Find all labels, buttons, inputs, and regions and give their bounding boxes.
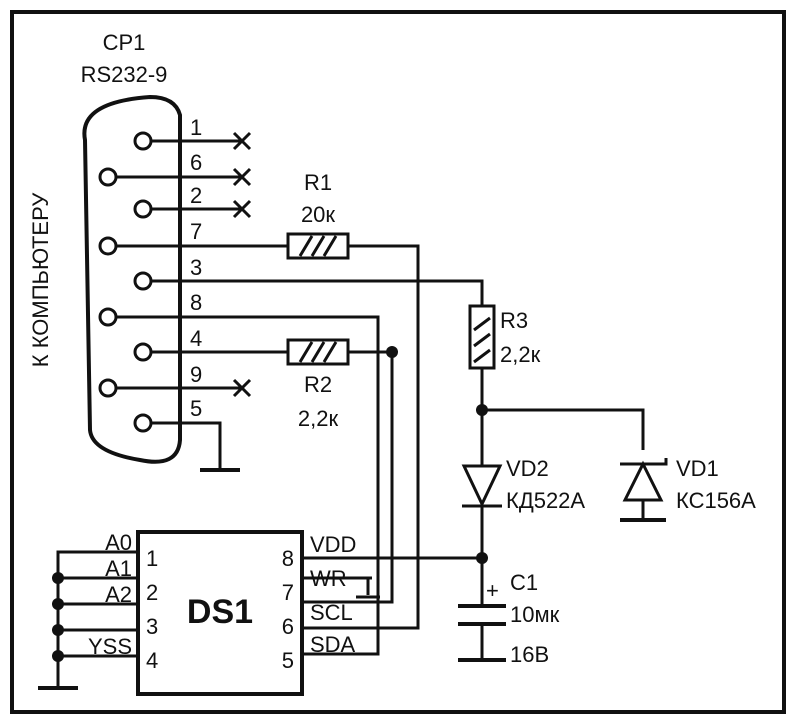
pin-number: 1 bbox=[190, 115, 202, 140]
zener-branch bbox=[476, 404, 668, 522]
ic-pin-number: 4 bbox=[146, 648, 158, 673]
vd1-ref: VD1 bbox=[676, 456, 719, 481]
pin-circle-4 bbox=[133, 342, 153, 362]
c1-polarity: + bbox=[486, 578, 499, 603]
ic-pin-name: SDA bbox=[310, 632, 356, 657]
connector-type: RS232-9 bbox=[81, 62, 168, 87]
c1-voltage: 16В bbox=[510, 642, 549, 667]
wire-pin7-r1 bbox=[116, 232, 420, 630]
ic-ref: DS1 bbox=[187, 593, 253, 631]
r3-ref: R3 bbox=[500, 308, 528, 333]
ic-ds1-body bbox=[136, 530, 304, 696]
pin-circle-9 bbox=[98, 378, 118, 398]
pin-circle-2 bbox=[133, 199, 153, 219]
pin-number: 6 bbox=[190, 150, 202, 175]
wire-pin3-r3 bbox=[151, 279, 496, 410]
connector-ref: CP1 bbox=[103, 30, 146, 55]
ic-pin-number: 2 bbox=[146, 580, 158, 605]
r1-value: 20к bbox=[301, 202, 335, 227]
pin-number: 8 bbox=[190, 290, 202, 315]
diagram-frame bbox=[10, 10, 786, 714]
ic-pin-name: SCL bbox=[310, 600, 353, 625]
pin-number: 2 bbox=[190, 183, 202, 208]
junction-dot bbox=[52, 598, 64, 610]
pin-circle-5 bbox=[133, 413, 153, 433]
vd2-ref: VD2 bbox=[506, 456, 549, 481]
ic-left-pins bbox=[38, 550, 138, 690]
vd1-part: КС156А bbox=[676, 488, 756, 513]
no-connect-mark bbox=[232, 378, 252, 398]
no-connect-mark bbox=[232, 199, 252, 219]
resistor-r3 bbox=[468, 304, 496, 370]
ic-right-pins bbox=[302, 556, 372, 656]
pin-number: 4 bbox=[190, 326, 202, 351]
pin-circle-3 bbox=[133, 271, 153, 291]
pin-number: 9 bbox=[190, 362, 202, 387]
ground-connection bbox=[151, 421, 240, 472]
ic-pin-number: 3 bbox=[146, 614, 158, 639]
ic-pin-number: 8 bbox=[282, 546, 294, 571]
pin-number: 5 bbox=[190, 396, 202, 421]
capacitor-c1 bbox=[372, 556, 506, 662]
unconnected-pins bbox=[116, 131, 252, 398]
r1-ref: R1 bbox=[304, 170, 332, 195]
ic-pin-name: A2 bbox=[105, 582, 132, 607]
r2-value: 2,2к bbox=[298, 406, 339, 431]
c1-ref: C1 bbox=[510, 570, 538, 595]
ic-pin-name: YSS bbox=[88, 634, 132, 659]
ic-pin-name: WR bbox=[310, 566, 347, 591]
pin-number: 3 bbox=[190, 255, 202, 280]
no-connect-mark bbox=[232, 167, 252, 187]
ic-pin-name: VDD bbox=[310, 532, 356, 557]
db9-connector-body bbox=[82, 94, 182, 464]
ic-pin-number: 1 bbox=[146, 546, 158, 571]
pin-number: 7 bbox=[190, 219, 202, 244]
r2-ref: R2 bbox=[304, 372, 332, 397]
c1-value: 10мк bbox=[510, 602, 560, 627]
diode-vd2 bbox=[461, 464, 503, 508]
pin-circle-7 bbox=[98, 236, 118, 256]
pin-circle-8 bbox=[98, 307, 118, 327]
pin-circle-1 bbox=[133, 131, 153, 151]
pin-circle-6 bbox=[98, 167, 118, 187]
connector-side-label: К КОМПЬЮТЕРУ bbox=[28, 192, 53, 367]
ic-pin-name: A1 bbox=[105, 556, 132, 581]
wire-pin8-sda bbox=[116, 315, 380, 656]
ic-pin-number: 7 bbox=[282, 580, 294, 605]
wire-pin4-r2 bbox=[151, 338, 398, 604]
junction-dot bbox=[52, 650, 64, 662]
ic-pin-number: 5 bbox=[282, 648, 294, 673]
connector-pin-numbers: 1 6 2 7 3 8 4 9 5 bbox=[190, 115, 202, 421]
junction-dot bbox=[52, 572, 64, 584]
no-connect-mark bbox=[232, 131, 252, 151]
vd2-branch bbox=[461, 410, 503, 564]
ic-pin-name: A0 bbox=[105, 530, 132, 555]
junction-dot bbox=[52, 624, 64, 636]
diode-vd1 bbox=[622, 460, 664, 502]
r3-value: 2,2к bbox=[500, 342, 541, 367]
ic-pin-number: 6 bbox=[282, 614, 294, 639]
vd2-part: КД522А bbox=[506, 488, 585, 513]
